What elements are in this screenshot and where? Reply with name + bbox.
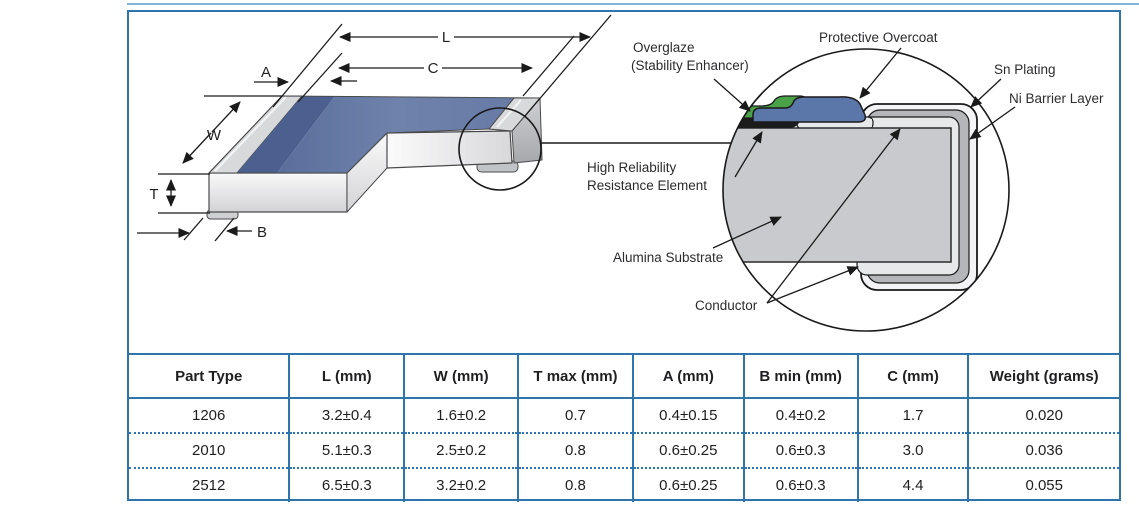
table-cell: 3.0 [857, 432, 970, 468]
protective-overcoat-layer [752, 96, 867, 123]
table-cell: 0.8 [518, 432, 634, 468]
table-cell: 3.2±0.4 [289, 398, 406, 433]
zoom-source-circle [458, 107, 542, 191]
figure-frame: L C A W T B [127, 10, 1121, 502]
table-cell: 1.6±0.2 [404, 398, 520, 433]
chip-top-resistive-area [277, 96, 514, 173]
ni-barrier-label: Ni Barrier Layer [1009, 91, 1104, 106]
table-header-row: Part Type L (mm) W (mm) T max (mm) A (mm… [129, 355, 1119, 399]
conductor-arrow-top [766, 128, 901, 304]
col-header-l: L (mm) [289, 355, 406, 399]
conductor-label: Conductor [695, 298, 758, 313]
chip-cap-left-rim [214, 96, 287, 172]
callout-arrows [712, 47, 1016, 304]
dimension-lines [137, 14, 612, 242]
ext-line-L-left [272, 23, 343, 108]
sn-plating-label: Sn Plating [994, 62, 1056, 77]
ni-barrier-arrow [969, 106, 1016, 140]
chip-cap-right-rim [496, 99, 522, 128]
col-header-weight: Weight (grams) [968, 355, 1119, 399]
resistance-element-arrow [734, 131, 763, 178]
spec-table: Part Type L (mm) W (mm) T max (mm) A (mm… [129, 353, 1119, 502]
chip-top-resistive-dark-band [237, 96, 335, 173]
sn-plating-arrow [970, 78, 1002, 108]
table-cell: 1206 [129, 398, 291, 433]
table-cell: 2512 [129, 467, 291, 502]
ext-line-B-left [183, 217, 204, 241]
alumina-substrate-arrow [712, 216, 782, 249]
chip-isometric-view [206, 95, 543, 220]
table-cell: 5.1±0.3 [289, 432, 406, 468]
col-header-a: A (mm) [632, 355, 745, 399]
table-cell: 0.036 [968, 432, 1119, 468]
table-cell: 0.4±0.2 [743, 398, 859, 433]
table-cell: 2010 [129, 432, 291, 468]
ext-line-L-right [524, 14, 612, 117]
dim-label-A: A [261, 64, 271, 81]
table-cell: 0.8 [518, 467, 634, 502]
overglaze-label-line2: (Stability Enhancer) [631, 58, 749, 73]
table-cell: 0.055 [968, 467, 1119, 502]
conductor-arrow-bottom [766, 266, 859, 304]
chip-front-face [208, 172, 348, 213]
table-cell: 1.7 [857, 398, 970, 433]
table-cell: 0.6±0.25 [632, 467, 745, 502]
ext-line-B-right [214, 217, 235, 242]
chip-cut-face [386, 130, 513, 169]
ext-line-C-left [297, 52, 343, 103]
callout-labels: Overglaze (Stability Enhancer) Protectiv… [587, 30, 1104, 313]
table-cell: 0.6±0.3 [743, 432, 859, 468]
table-cell: 6.5±0.3 [289, 467, 406, 502]
table-cell: 0.7 [518, 398, 634, 433]
col-header-t-max: T max (mm) [518, 355, 634, 399]
dim-W-arrow-down [182, 132, 212, 164]
protective-overcoat-arrow [859, 47, 902, 99]
dimension-letters: L C A W T B [149, 29, 450, 241]
table-cell: 4.4 [857, 467, 970, 502]
table-cell: 2.5±0.2 [404, 432, 520, 468]
resistance-element-label-line1: High Reliability [587, 160, 677, 175]
dim-W-arrow-up [211, 101, 241, 133]
table-cell: 0.4±0.15 [632, 398, 745, 433]
dim-label-C: C [428, 60, 439, 77]
table-cell: 0.020 [1025, 407, 1063, 424]
table-cell: 0.6±0.25 [632, 432, 745, 468]
top-rule [127, 3, 1139, 5]
alumina-substrate-label: Alumina Substrate [613, 250, 723, 265]
col-header-c: C (mm) [857, 355, 970, 399]
overglaze-arrow [713, 78, 751, 112]
dimensions-table: Part Type L (mm) W (mm) T max (mm) A (mm… [129, 355, 1119, 502]
col-header-part-type: Part Type [129, 355, 291, 399]
alumina-substrate-body [723, 127, 952, 263]
ext-line-C-right [522, 35, 575, 97]
table-cell: 0.6±0.3 [743, 467, 859, 502]
resistance-element-label-line2: Resistance Element [587, 178, 707, 193]
table-cell: 3.2±0.2 [404, 467, 520, 502]
overglaze-label-line1: Overglaze [633, 40, 695, 55]
zoom-lens-circle [722, 48, 1010, 332]
dim-label-L: L [442, 29, 450, 46]
col-header-w: W (mm) [404, 355, 520, 399]
conductor-seam-patch [859, 119, 872, 127]
col-header-b-min: B min (mm) [743, 355, 859, 399]
dim-label-B: B [257, 224, 267, 241]
dim-label-W: W [207, 127, 222, 144]
cross-section [723, 95, 978, 291]
dim-label-T: T [149, 186, 158, 203]
chip-dimension-diagram: L C A W T B [137, 14, 1104, 332]
protective-overcoat-label: Protective Overcoat [819, 30, 938, 45]
